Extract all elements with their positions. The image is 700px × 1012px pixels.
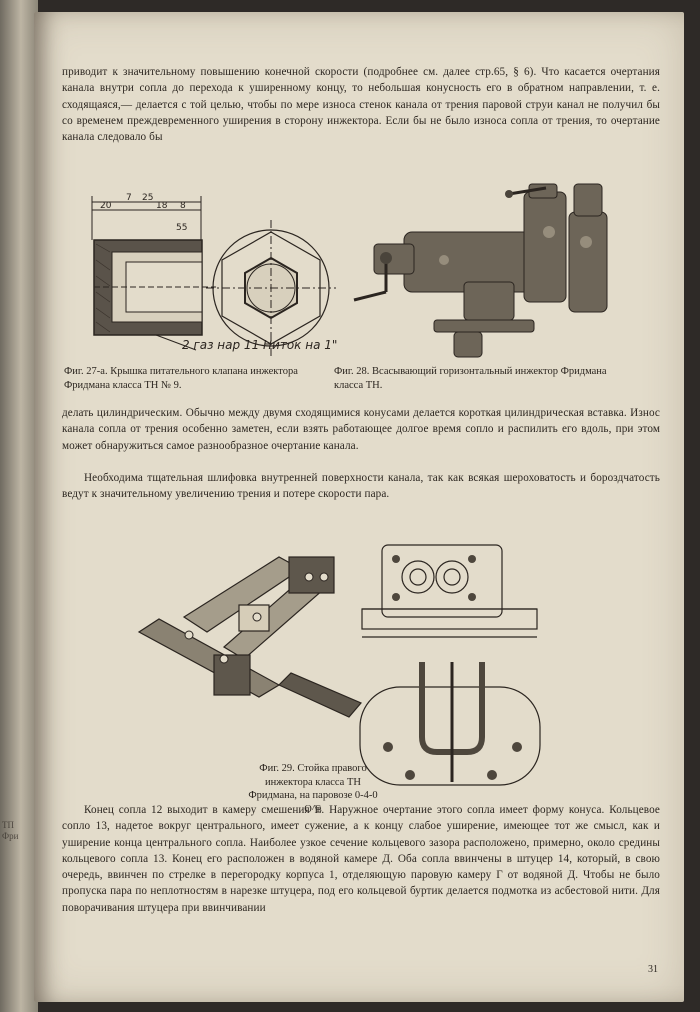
paragraph-2: делать цилиндрическим. Обычно между двум… bbox=[62, 407, 660, 452]
dim-label: 25 bbox=[142, 193, 153, 203]
figure-28-injector bbox=[353, 183, 608, 358]
hex-end-view bbox=[206, 220, 336, 356]
section-view bbox=[93, 239, 216, 351]
figure-29-bracket-orthographic bbox=[359, 544, 541, 786]
figure-29-bracket-isometric bbox=[137, 556, 362, 718]
dim-label: 55 bbox=[176, 223, 187, 233]
figure-29-caption: Фиг. 29. Стойка правого инжектора класса… bbox=[248, 763, 378, 815]
thread-note: 2 газ нар 11 Ниток на 1" bbox=[182, 338, 338, 352]
adjacent-page-edge: ТП Фри bbox=[0, 0, 38, 1012]
figure-28-caption: Фиг. 28. Всасывающий горизонтальный инже… bbox=[334, 366, 607, 391]
book-page: приводит к значительному повышению конеч… bbox=[34, 12, 684, 1002]
dim-label: 20 bbox=[100, 201, 112, 211]
dim-label: 18 bbox=[156, 201, 168, 211]
adjacent-page-text: ТП Фри bbox=[2, 820, 19, 841]
dim-label: 8 bbox=[180, 201, 186, 211]
paragraph-1: приводит к значительному повышению конеч… bbox=[62, 66, 660, 144]
figure-27a-valve-cap: 20 7 18 8 25 55 bbox=[91, 193, 336, 356]
paragraph-3: Необходима тщательная шлифовка внутренне… bbox=[62, 472, 660, 501]
page-number: 31 bbox=[648, 964, 658, 975]
figure-27a-caption: Фиг. 27-а. Крышка питательного клапана и… bbox=[64, 366, 298, 391]
dim-label: 7 bbox=[126, 193, 132, 203]
paragraph-4: Конец сопла 12 выходит в камеру смешения… bbox=[62, 804, 660, 914]
